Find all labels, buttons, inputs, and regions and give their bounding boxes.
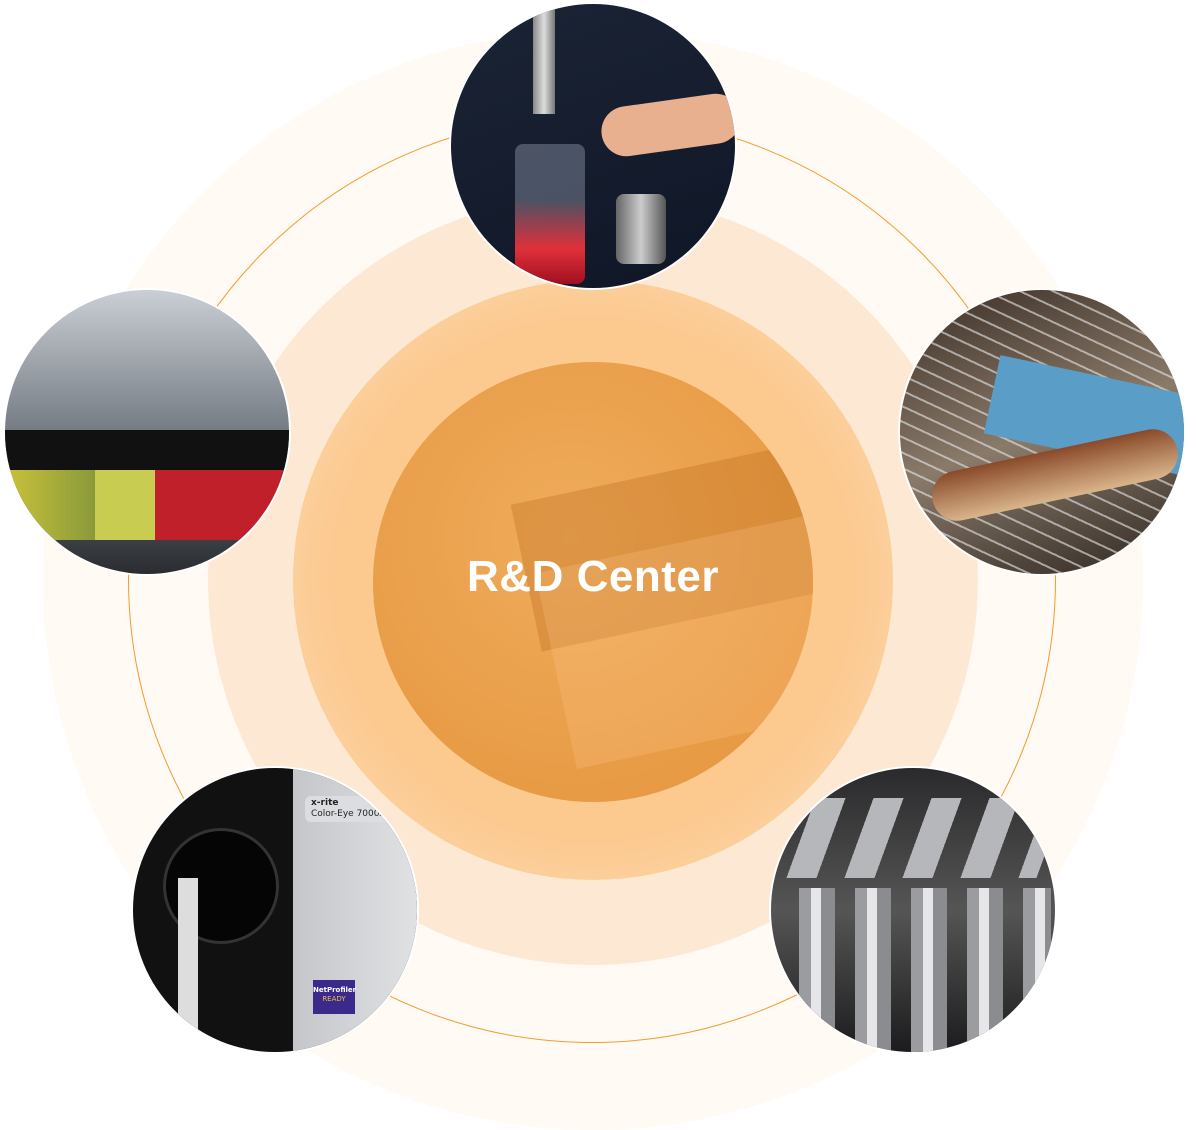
photo-dyeing-machine-tubes [771, 768, 1055, 1052]
brand-label: x-rite Color-Eye 7000A [305, 796, 392, 822]
center-circle: R&D Center [373, 362, 813, 802]
brand-name: x-rite [311, 798, 339, 808]
photo-dye-jar-lab [451, 4, 735, 288]
dispenser-nozzle [533, 4, 555, 114]
yellow-dye [95, 470, 155, 540]
netprofiler-badge: NetProfiler READY [313, 980, 357, 1014]
badge-title: NetProfiler [313, 986, 357, 994]
sample-clamp [178, 878, 198, 1048]
upper-tubes [776, 798, 1055, 878]
photo-fabric-oven-rack [900, 290, 1184, 574]
yellow-dye [5, 470, 95, 540]
photo-dye-bottles-rack [5, 290, 289, 574]
badge-sub: READY [322, 995, 346, 1003]
steel-cup [616, 194, 666, 264]
steel-tubes [791, 888, 1051, 1052]
red-dye [155, 470, 289, 540]
bottle-caps [5, 430, 289, 470]
photo-spectrophotometer: x-rite Color-Eye 7000A NetProfiler READY [133, 768, 417, 1052]
dye-jar [515, 144, 585, 284]
model-name: Color-Eye 7000A [311, 809, 386, 819]
hand [598, 90, 735, 160]
center-title: R&D Center [467, 552, 719, 601]
